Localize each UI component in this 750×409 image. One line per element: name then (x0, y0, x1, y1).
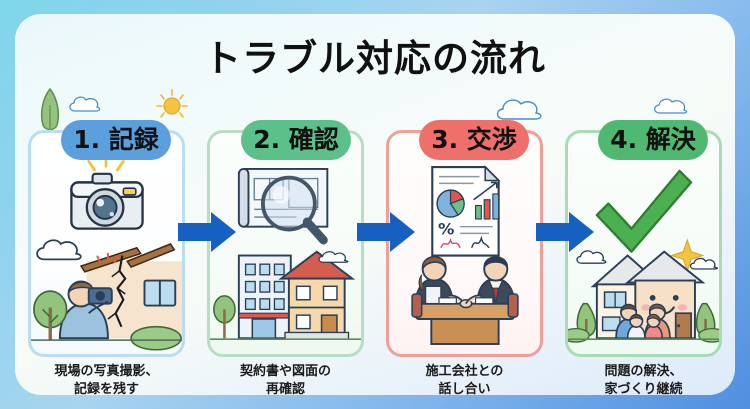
bar-chart-icon (473, 181, 500, 220)
family-group (615, 303, 671, 340)
caption-line: 家づくり継続 (604, 381, 683, 395)
cloud-icon (67, 94, 103, 114)
step3-illustration: % (411, 165, 519, 345)
cloud-icon (36, 239, 82, 261)
caption-line: 現場の写真撮影、 (54, 364, 159, 379)
caption-line: 問題の解決、 (604, 364, 683, 379)
caption-line: 記録を残す (73, 381, 139, 395)
report-document-icon: % (431, 165, 501, 257)
step-card-1[interactable] (28, 130, 185, 357)
arrow-step1-to-step2 (178, 212, 236, 252)
step-badge-2[interactable]: 2. 確認 (241, 120, 351, 160)
caption-line: 施工会社との (425, 364, 504, 379)
magnifier-icon (260, 175, 328, 245)
step-badge-4[interactable]: 4. 解決 (598, 120, 708, 160)
arrow-step3-to-step4 (536, 212, 594, 252)
caption-line: 話し合い (438, 381, 491, 395)
step-card-3[interactable]: % (386, 130, 543, 357)
tree-icon (33, 290, 68, 341)
step-caption-1: 現場の写真撮影、 記録を残す (19, 363, 194, 395)
tree-icon (213, 295, 236, 339)
signature-icon (440, 235, 490, 249)
cloud-icon (651, 96, 691, 116)
step-badge-1[interactable]: 1. 記録 (61, 120, 171, 160)
cloud-icon (576, 250, 607, 264)
sun-icon (155, 88, 189, 126)
step-caption-4: 問題の解決、 家づくり継続 (556, 363, 731, 395)
step-badge-3[interactable]: 3. 交渉 (419, 120, 529, 160)
page-title: トラブル対応の流れ (204, 37, 546, 80)
cloud-icon (689, 257, 718, 270)
caption-line: 再確認 (265, 381, 305, 395)
camera-icon (70, 172, 144, 230)
step-caption-3: 施工会社との 話し合い (377, 363, 552, 395)
step2-illustration (210, 168, 361, 340)
content-panel: トラブル対応の流れ (15, 14, 735, 395)
step1-illustration (31, 154, 182, 351)
step-card-2[interactable] (207, 130, 364, 357)
meeting-table (414, 302, 515, 345)
cloud-icon (493, 96, 545, 122)
office-building-icon (237, 254, 292, 340)
arrow-step2-to-step3 (357, 212, 415, 252)
svg-text:%: % (438, 219, 454, 238)
step-caption-2: 契約書や図面の 再確認 (198, 363, 373, 395)
green-checkmark-icon (595, 169, 693, 253)
person-right (465, 256, 519, 318)
pie-chart-icon (436, 189, 465, 218)
house-icon (278, 250, 356, 340)
caption-line: 契約書や図面の (239, 364, 331, 379)
step-card-4[interactable] (565, 130, 722, 357)
step4-illustration (568, 169, 719, 343)
cloud-icon (318, 251, 349, 263)
